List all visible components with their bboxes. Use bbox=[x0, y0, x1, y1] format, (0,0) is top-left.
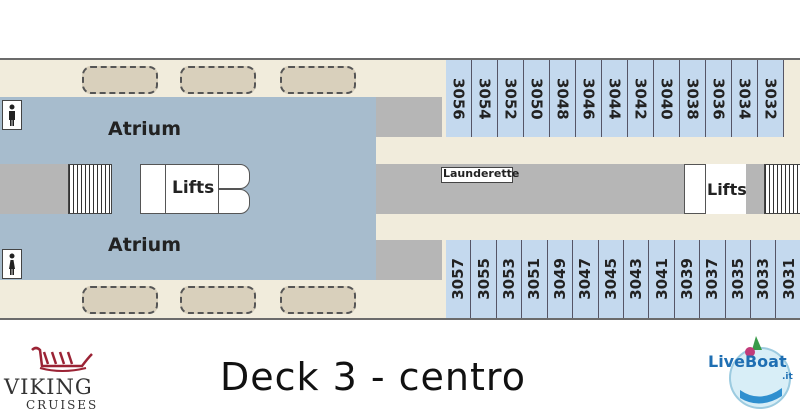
atrium-top-label: Atrium bbox=[108, 118, 181, 140]
page-title: Deck 3 - centro bbox=[220, 355, 526, 399]
lift-shaft bbox=[218, 189, 250, 214]
cabin-3046: 3046 bbox=[576, 60, 602, 137]
stairs-icon bbox=[764, 164, 800, 214]
cabin-number: 3032 bbox=[761, 77, 780, 120]
cabin-number: 3048 bbox=[553, 77, 572, 120]
cabin-3057: 3057 bbox=[446, 240, 472, 318]
lifeboat bbox=[280, 66, 356, 94]
cabin-3035: 3035 bbox=[725, 240, 752, 318]
service-block bbox=[0, 164, 68, 214]
cabin-3054: 3054 bbox=[472, 60, 498, 137]
cabin-number: 3054 bbox=[475, 77, 494, 120]
cabin-number: 3049 bbox=[550, 258, 569, 300]
lift-lobby bbox=[706, 164, 746, 214]
cabin-3048: 3048 bbox=[550, 60, 576, 137]
atrium-bottom-label: Atrium bbox=[108, 234, 181, 256]
atrium-upper-area bbox=[0, 97, 376, 164]
cabin-number: 3044 bbox=[605, 77, 624, 120]
lifeboat bbox=[82, 66, 158, 94]
viking-brand: VIKING bbox=[4, 375, 93, 399]
cabin-3037: 3037 bbox=[700, 240, 726, 318]
cabin-3040: 3040 bbox=[654, 60, 680, 137]
liveboat-brand: LiveBoat bbox=[708, 352, 787, 371]
service-block bbox=[376, 97, 442, 137]
cabin-3056: 3056 bbox=[446, 60, 472, 137]
cabin-number: 3057 bbox=[449, 258, 468, 300]
cabin-number: 3035 bbox=[728, 258, 747, 300]
cabin-3032: 3032 bbox=[758, 60, 784, 137]
cabin-3051: 3051 bbox=[522, 240, 548, 318]
cabin-3034: 3034 bbox=[732, 60, 758, 137]
cabin-number: 3055 bbox=[474, 258, 493, 300]
launderette-label: Launderette bbox=[443, 167, 520, 180]
cabin-3038: 3038 bbox=[680, 60, 706, 137]
cabin-3055: 3055 bbox=[471, 240, 497, 318]
cabin-number: 3034 bbox=[735, 77, 754, 120]
cabin-number: 3051 bbox=[525, 258, 544, 300]
launderette-box bbox=[441, 167, 513, 183]
cabin-3039: 3039 bbox=[674, 240, 701, 318]
corridor-block bbox=[376, 164, 686, 214]
cabin-number: 3038 bbox=[683, 77, 702, 120]
cabin-3036: 3036 bbox=[706, 60, 732, 137]
viking-ship-logo-icon bbox=[22, 344, 100, 374]
cabins-bottom-row: 3057 3055 3053 3051 3049 3047 3045 3043 3041 3039… bbox=[446, 240, 800, 318]
cabin-number: 3056 bbox=[449, 77, 468, 120]
cabin-3047: 3047 bbox=[573, 240, 599, 318]
cabin-3050: 3050 bbox=[524, 60, 550, 137]
cabin-3052: 3052 bbox=[498, 60, 524, 137]
cabin-3044: 3044 bbox=[602, 60, 628, 137]
cabin-3041: 3041 bbox=[649, 240, 675, 318]
cabin-number: 3040 bbox=[657, 77, 676, 120]
cabin-3053: 3053 bbox=[496, 240, 523, 318]
cabin-number: 3053 bbox=[500, 258, 519, 300]
lift-shaft bbox=[684, 164, 706, 214]
cabin-3049: 3049 bbox=[547, 240, 574, 318]
cabin-number: 3052 bbox=[501, 77, 520, 120]
service-block bbox=[376, 240, 442, 280]
atrium-lower-area bbox=[0, 214, 376, 280]
lifeboat bbox=[280, 286, 356, 314]
cabin-number: 3041 bbox=[652, 258, 671, 300]
cabins-top-row: 3056 3054 3052 3050 3048 3046 3044 3042 3040 3038… bbox=[446, 60, 800, 137]
viking-sub: CRUISES bbox=[26, 398, 99, 412]
cabin-number: 3043 bbox=[627, 258, 646, 300]
cabin-number: 3042 bbox=[631, 77, 650, 120]
lift-shaft bbox=[140, 164, 166, 214]
cabin-number: 3046 bbox=[579, 77, 598, 120]
cabin-3042: 3042 bbox=[628, 60, 654, 137]
cabin-3033: 3033 bbox=[751, 240, 777, 318]
lifeboat bbox=[180, 66, 256, 94]
corridor bbox=[376, 137, 800, 164]
cabin-number: 3050 bbox=[527, 77, 546, 120]
cabin-number: 3039 bbox=[678, 258, 696, 300]
cabin-number: 3045 bbox=[601, 258, 620, 300]
cabin-3045: 3045 bbox=[598, 240, 624, 318]
lifeboat bbox=[82, 286, 158, 314]
corridor bbox=[376, 214, 800, 240]
cabin-number: 3047 bbox=[576, 258, 595, 300]
restroom-icon bbox=[2, 100, 22, 130]
cabin-3043: 3043 bbox=[623, 240, 650, 318]
cabin-3031: 3031 bbox=[776, 240, 800, 318]
lifts-left-label: Lifts bbox=[172, 178, 215, 198]
restroom-icon bbox=[2, 249, 22, 279]
liveboat-suffix: .it bbox=[782, 372, 793, 382]
liveboat-logo-icon bbox=[712, 330, 796, 412]
lift-lobby bbox=[166, 164, 218, 214]
stairs-icon bbox=[68, 164, 112, 214]
cabin-number: 3036 bbox=[709, 77, 728, 120]
cabin-number: 3033 bbox=[754, 258, 773, 300]
cabin-number: 3037 bbox=[703, 258, 722, 300]
lift-shaft bbox=[218, 164, 250, 189]
lifts-right-label: Lifts bbox=[707, 180, 747, 199]
lifeboat bbox=[180, 286, 256, 314]
cabin-number: 3031 bbox=[779, 258, 798, 300]
